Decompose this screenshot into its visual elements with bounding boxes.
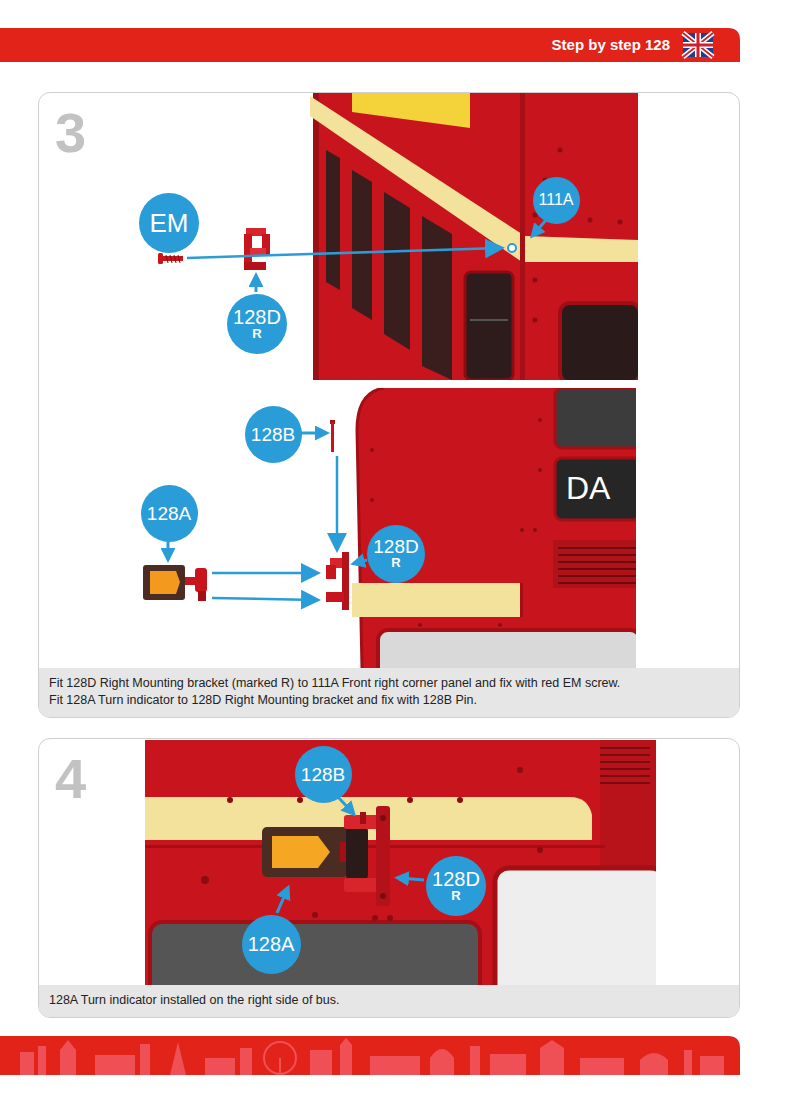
step-number: 4: [55, 751, 86, 807]
step-panel: 3EM128DR111A128B128A128DRFit 128D Right …: [38, 92, 740, 718]
footer-bar: [0, 1036, 740, 1075]
callout-text: 128D: [233, 307, 281, 327]
step-panel: 4 128B 128DR 128A 128A Turn indicator instal…: [38, 738, 740, 1018]
caption-text: 128A Turn indicator installed on the rig…: [49, 992, 729, 1009]
callout-text: EM: [150, 210, 189, 236]
caption-band: 128A Turn indicator installed on the rig…: [39, 985, 739, 1017]
callout-text: 128B: [301, 765, 345, 784]
bus-side-view: [305, 92, 638, 380]
caption-text: Fit 128D Right Mounting bracket (marked …: [49, 675, 729, 692]
caption-text: Fit 128A Turn indicator to 128D Right Mo…: [49, 692, 729, 709]
callout-text: 128D: [373, 537, 418, 556]
side-mark: R: [451, 889, 460, 903]
callout-number: 128B: [295, 746, 352, 803]
callout-number: 128A: [141, 485, 198, 542]
callout-text: 111A: [539, 192, 574, 208]
bus-closeup-view: [145, 740, 656, 985]
turn-indicator-installed: [262, 806, 390, 906]
callout-number: 128DR: [367, 525, 425, 583]
callout-number: 128DR: [426, 856, 486, 916]
page-title: Step by step 128: [552, 36, 670, 54]
destination-text: DA: [566, 472, 610, 504]
callout-number: 128B: [245, 406, 302, 463]
side-mark: R: [252, 327, 261, 341]
turn-indicator-128a: [143, 565, 207, 601]
callout-text: 128D: [432, 869, 480, 889]
callout-text: 128A: [248, 934, 295, 954]
callout-text: 128B: [251, 425, 295, 444]
screw-em: [158, 253, 183, 264]
bus-front-corner-view: [352, 388, 636, 668]
header-bar: [0, 28, 740, 62]
callout-text: 128A: [147, 504, 191, 523]
callout-number: 128A: [242, 915, 301, 974]
side-mark: R: [391, 556, 400, 570]
bracket-128d-fitted: [326, 552, 349, 610]
pin-128b: [330, 420, 335, 452]
step-number: 3: [55, 105, 86, 161]
callout-number: 128DR: [227, 294, 287, 354]
callout-number: EM: [139, 193, 199, 253]
header: Step by step 128: [0, 28, 670, 62]
callout-number: 111A: [533, 177, 580, 224]
bracket-128d: [244, 228, 270, 270]
caption-band: Fit 128D Right Mounting bracket (marked …: [39, 668, 739, 717]
